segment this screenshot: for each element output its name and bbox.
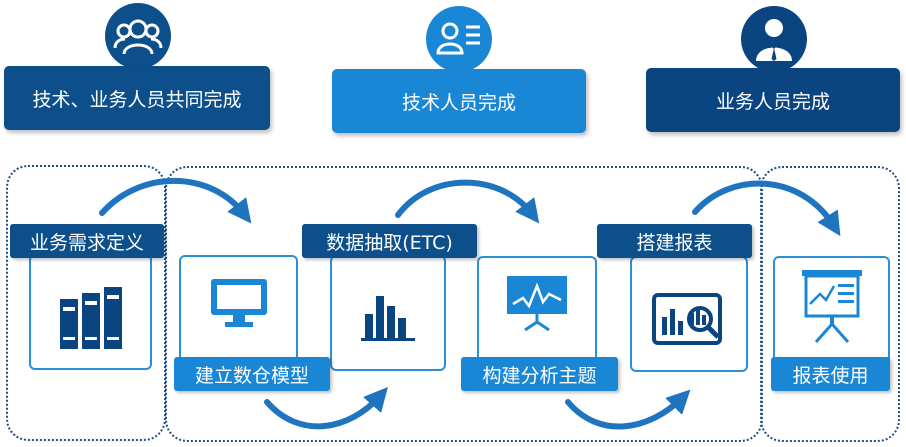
arrow-model-to-etl <box>264 387 388 430</box>
role-joint-label: 技术、业务人员共同完成 <box>32 88 242 111</box>
arrow-requirement-to-model <box>99 177 252 224</box>
role-joint-box: 技术、业务人员共同完成 <box>4 66 270 130</box>
group-users-icon <box>113 19 163 55</box>
role-tech-label: 技术人员完成 <box>401 91 516 114</box>
step-label-dw-model: 建立数仓模型 <box>174 357 330 391</box>
arrow-topic-to-report <box>565 389 691 430</box>
group-tech <box>165 166 763 442</box>
step-label-analysis-topic: 构建分析主题 <box>461 357 618 391</box>
arrow-report-to-usage <box>692 180 841 237</box>
role-icon-tech <box>426 6 492 72</box>
card-report-usage <box>773 256 890 372</box>
presentation-board-icon <box>801 270 862 343</box>
role-business-box: 业务人员完成 <box>646 68 900 132</box>
arrow-etl-to-topic <box>395 179 540 224</box>
group-business <box>760 166 900 442</box>
step-label-report-usage: 报表使用 <box>771 357 890 391</box>
role-icon-joint <box>105 3 171 69</box>
step-label-build-report: 搭建报表 <box>597 224 752 258</box>
card-dw-model <box>179 255 298 371</box>
business-person-icon <box>756 19 792 61</box>
role-business-label: 业务人员完成 <box>715 90 830 113</box>
step-label-etl: 数据抽取(ETC) <box>302 224 477 258</box>
technician-profile-icon <box>436 22 480 55</box>
card-analysis-topic <box>477 256 597 372</box>
card-etl <box>330 255 446 371</box>
books-icon <box>59 287 122 349</box>
card-requirement <box>29 254 152 370</box>
role-icon-business <box>741 6 807 72</box>
card-build-report <box>630 256 748 372</box>
line-chart-board-icon <box>507 276 567 332</box>
role-tech-box: 技术人员完成 <box>332 69 586 133</box>
report-magnifier-icon <box>652 293 722 345</box>
bar-chart-icon <box>361 296 415 341</box>
monitor-icon <box>210 279 267 327</box>
step-label-requirement: 业务需求定义 <box>10 224 164 258</box>
